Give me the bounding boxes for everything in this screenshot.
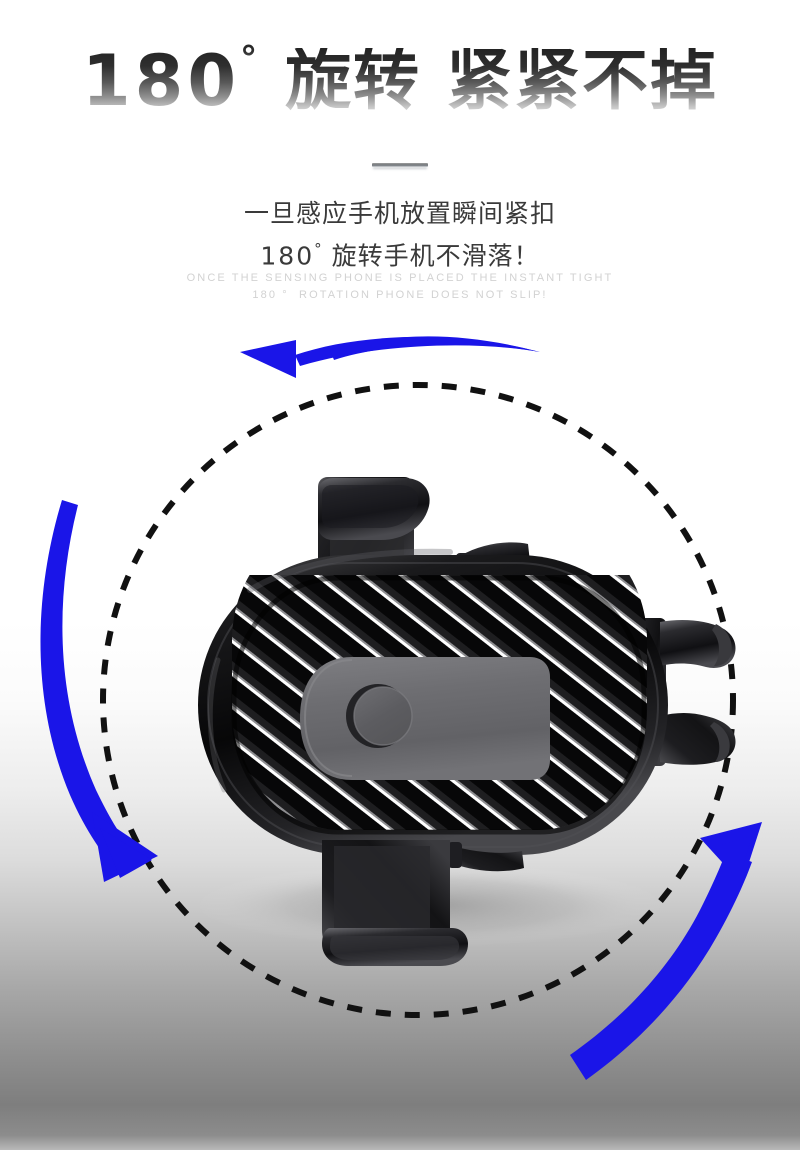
subtitle-line-1: 一旦感应手机放置瞬间紧扣 bbox=[243, 199, 556, 228]
headline-number: 180 bbox=[81, 40, 241, 122]
headline-divider bbox=[372, 163, 428, 167]
degree-icon-subtitle: ° bbox=[314, 240, 323, 258]
bottom-clamp-arm bbox=[322, 840, 468, 966]
english-line-2: 180 ° ROTATION PHONE DOES NOT SLIP! bbox=[0, 287, 800, 304]
english-rest: ROTATION PHONE DOES NOT SLIP! bbox=[299, 289, 548, 301]
subtitle: 一旦感应手机放置瞬间紧扣 180° 旋转手机不滑落！ bbox=[0, 196, 800, 274]
degree-icon-english: ° bbox=[282, 289, 289, 301]
divider-wrap bbox=[0, 163, 800, 167]
rotation-path-circle bbox=[100, 382, 736, 1018]
english-line-1: ONCE THE SENSING PHONE IS PLACED THE INS… bbox=[186, 272, 614, 284]
car-phone-holder bbox=[198, 477, 736, 966]
center-plate bbox=[300, 657, 550, 780]
arrow-top-left bbox=[240, 336, 540, 378]
degree-icon: ° bbox=[240, 39, 258, 79]
headline: 180° 旋转 紧紧不掉 bbox=[0, 40, 800, 122]
english-number: 180 bbox=[252, 289, 278, 301]
english-caption: ONCE THE SENSING PHONE IS PLACED THE INS… bbox=[0, 270, 800, 304]
headline-chinese: 旋转 紧紧不掉 bbox=[285, 42, 719, 119]
subtitle-line-2: 180° 旋转手机不滑落！ bbox=[0, 232, 800, 274]
release-button bbox=[354, 687, 412, 745]
subtitle-rest: 旋转手机不滑落！ bbox=[331, 241, 540, 271]
arrow-left-down bbox=[40, 500, 158, 882]
bottom-latch-tab bbox=[448, 842, 524, 872]
arrow-bottom-right bbox=[570, 822, 762, 1080]
subtitle-number: 180 bbox=[260, 241, 315, 271]
